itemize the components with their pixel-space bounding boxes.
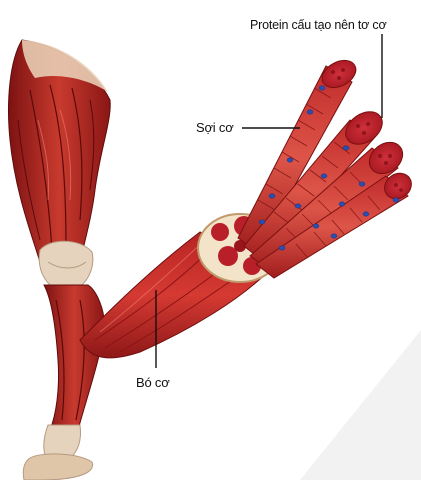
muscle-fibers (238, 55, 416, 278)
background-shadow (300, 330, 421, 480)
protein-label: Protein cấu tạo nên tơ cơ (250, 18, 386, 32)
muscle-bundle-label: Bó cơ (136, 375, 170, 390)
muscle-fiber-label: Sợi cơ (196, 120, 234, 135)
leg-muscles (9, 40, 111, 480)
